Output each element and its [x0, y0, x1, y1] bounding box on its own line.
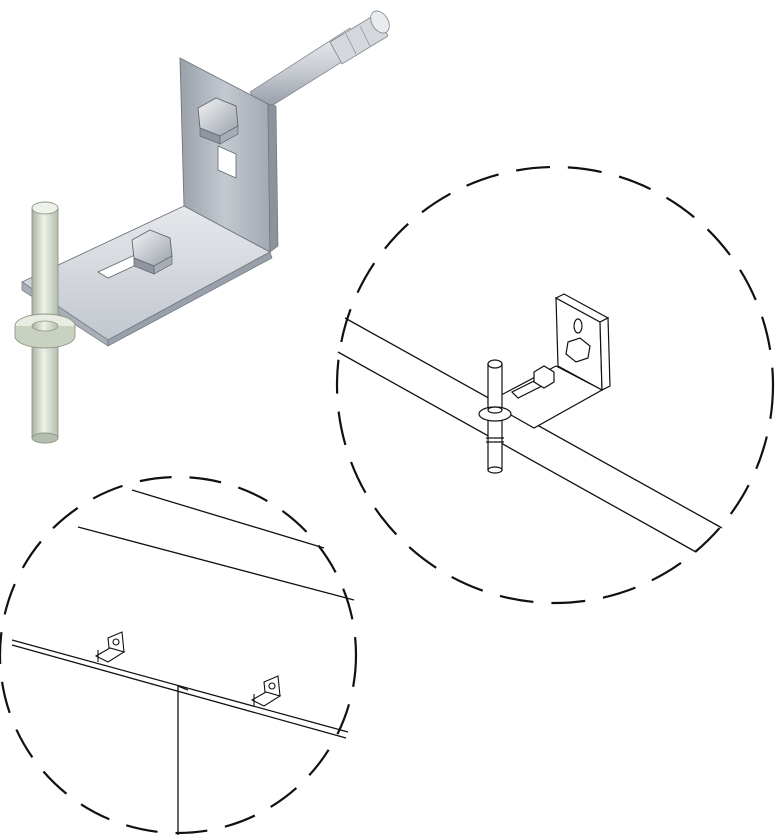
bracket-outline — [486, 293, 611, 429]
isometric-detail — [14, 10, 390, 444]
installed-detail-circle — [335, 165, 775, 605]
detail-circle-outline — [335, 165, 775, 605]
assembly-overview-circle — [0, 475, 358, 835]
upper-beam-bottom — [77, 526, 355, 601]
small-bracket-1 — [94, 631, 126, 663]
upper-beam-top — [131, 489, 325, 549]
expansion-anchor — [249, 10, 390, 113]
pin-outline — [478, 359, 512, 474]
hex-bolt-vertical — [197, 97, 239, 145]
small-bracket-2 — [250, 675, 282, 707]
hex-bolt-horizontal — [131, 229, 173, 275]
beam-edge-lower — [337, 351, 697, 553]
ledger-beam-top — [11, 639, 349, 733]
support-pin — [14, 201, 76, 444]
ledger-beam-bottom — [11, 644, 347, 739]
angle-bracket — [21, 57, 279, 347]
